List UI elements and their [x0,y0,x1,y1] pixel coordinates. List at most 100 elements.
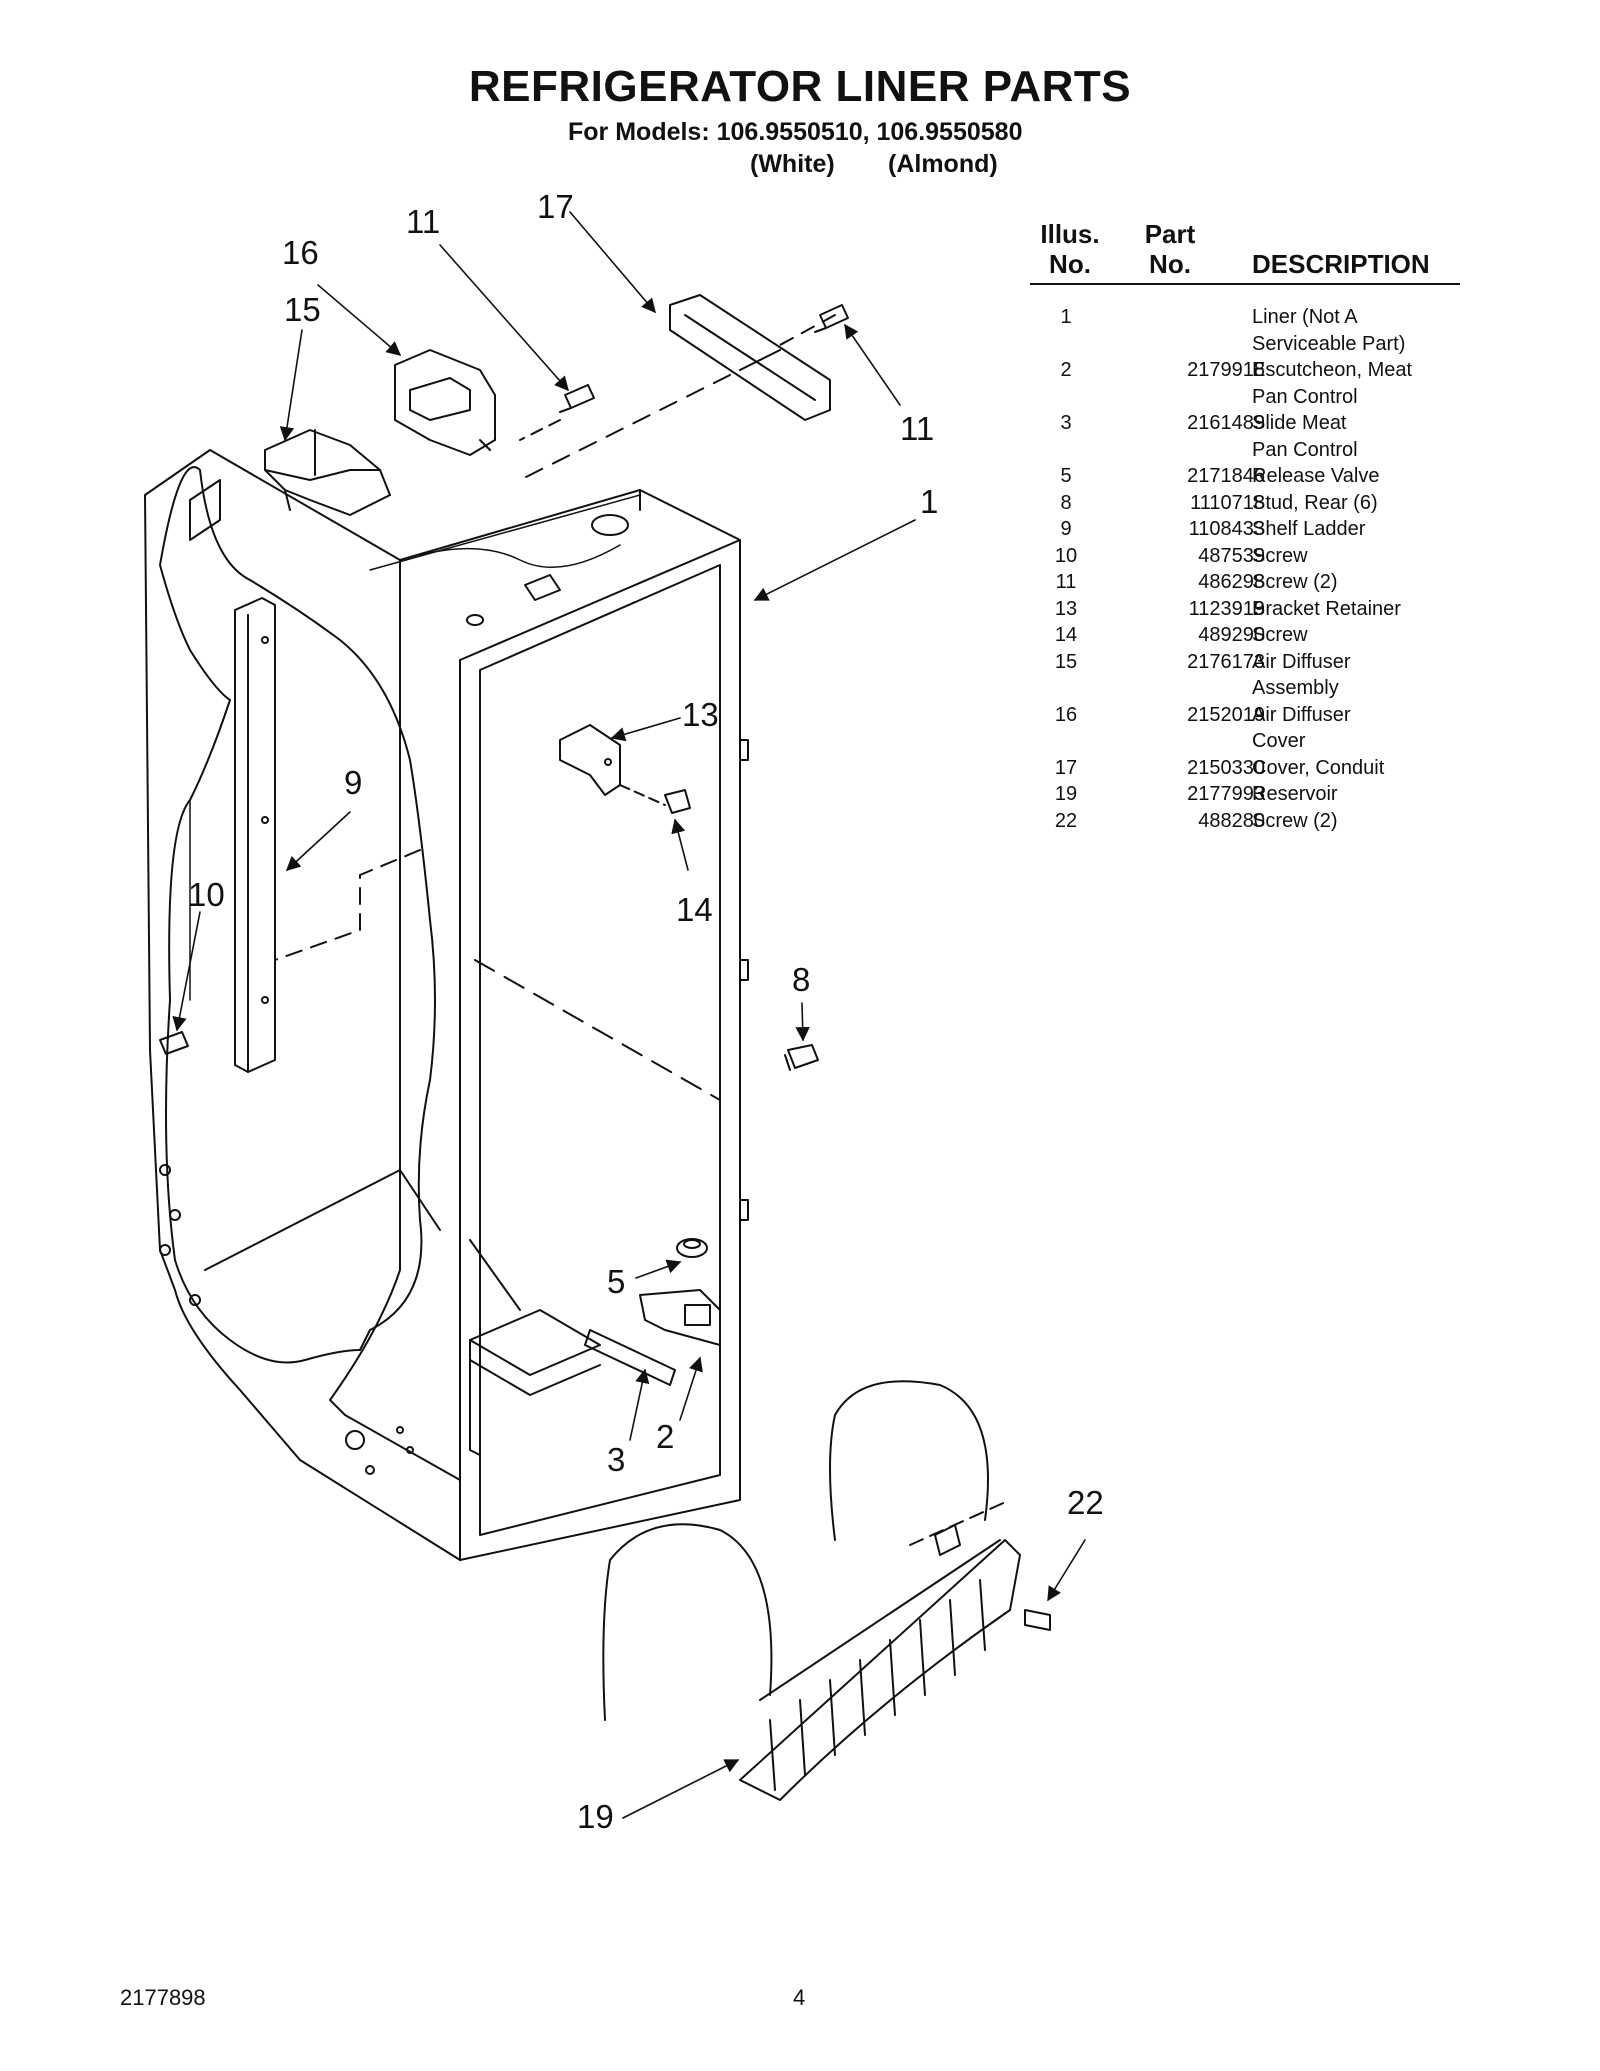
shelf-ladder [234,597,421,1073]
callout-16: 16 [282,234,319,271]
part-description: Slide Meat Pan Control [1252,412,1358,461]
doc-number: 2177898 [120,1985,206,2010]
header-description: DESCRIPTION [1252,249,1430,279]
air-diffuser-cover [394,349,496,456]
screw-10 [159,1031,189,1055]
part-number: 2161489 [1187,412,1265,434]
illus-number: 10 [1054,544,1078,567]
part-number: 1123919 [1188,597,1265,620]
callout-10: 10 [188,876,225,913]
header-illus-line2: No. [1049,248,1091,279]
part-description: Screw (2) [1252,571,1338,593]
illus-number: 5 [1060,465,1072,487]
callout-9: 9 [344,764,363,801]
part-description: Shelf Ladder [1252,518,1366,540]
callout-14: 14 [676,891,713,928]
color-white: (White) [750,150,835,178]
callout-3: 3 [607,1441,626,1478]
illus-number: 14 [1054,624,1078,646]
escutcheon [639,1289,721,1346]
stud-8 [784,1044,819,1071]
part-description: Screw (2) [1252,809,1338,832]
part-number: 1108433 [1188,518,1265,540]
part-description: Cover, Conduit [1252,756,1385,779]
part-description: Escutcheon, Meat Pan Control [1252,359,1413,408]
liner-body [144,449,749,1561]
slide-meat-pan [584,1329,676,1386]
part-description: Release Valve [1252,465,1380,487]
illus-number: 15 [1054,650,1078,673]
color-almond: (Almond) [888,150,998,178]
illus-number: 11 [1055,571,1077,593]
page-title: REFRIGERATOR LINER PARTS [468,62,1132,111]
illus-number: 19 [1054,783,1078,805]
callout-17: 17 [537,188,574,225]
header-illus-line1: Illus. [1040,219,1100,249]
part-description: Screw [1252,624,1308,646]
bracket-retainer [559,724,666,806]
callout-11-top: 11 [406,203,441,240]
header-part-line1: Part [1144,219,1196,249]
screw-14 [664,789,691,814]
header-part-line2: No. [1149,248,1191,279]
table-row: 1 Liner (Not A Serviceable Part) [1030,304,1470,357]
part-number: 489290 [1198,624,1265,646]
callout-13: 13 [682,696,719,733]
header-illus-no: Illus. No. [1030,219,1110,280]
illus-number: 3 [1060,412,1072,434]
screw-22 [1024,1609,1051,1631]
part-description: Reservoir [1252,783,1338,805]
page-number: 4 [793,1985,806,2010]
illus-number: 8 [1060,491,1072,514]
part-number: 2179918 [1187,359,1265,381]
illus-number: 2 [1060,359,1072,381]
callout-11-right: 11 [900,410,935,447]
screw-11-right [814,304,849,333]
part-description: Stud, Rear (6) [1252,491,1378,514]
part-number: 487539 [1198,544,1265,567]
part-number: 2177993 [1187,783,1265,805]
callout-22: 22 [1067,1484,1104,1521]
part-description: Air Diffuser Cover [1252,703,1351,753]
part-description: Liner (Not A Serviceable Part) [1252,306,1406,355]
callout-8: 8 [792,961,811,998]
models-line: For Models: 106.9550510, 106.9550580 [568,118,1023,146]
part-description: Bracket Retainer [1252,597,1401,620]
reservoir [602,1380,1021,1801]
callout-1: 1 [920,483,939,520]
callout-5: 5 [607,1263,626,1300]
header-part-no: Part No. [1125,219,1215,280]
part-number: 488280 [1198,809,1265,832]
release-valve [676,1238,708,1258]
screw-11-left [559,384,595,413]
part-description: Air Diffuser Assembly [1252,650,1351,700]
air-diffuser-assembly [264,429,391,516]
illus-number: 22 [1054,809,1078,832]
illus-number: 1 [1060,306,1072,328]
callout-15: 15 [284,291,321,328]
leader-lines [172,211,1086,1819]
illus-number: 9 [1060,518,1072,540]
callout-19: 19 [577,1798,614,1835]
illus-number: 16 [1054,703,1078,726]
illus-number: 17 [1054,756,1078,779]
part-description: Screw [1252,544,1308,567]
header-rule [1030,283,1460,285]
part-number: 486298 [1198,571,1265,593]
part-number: 2171846 [1187,465,1265,487]
part-number: 2176173 [1187,650,1265,673]
